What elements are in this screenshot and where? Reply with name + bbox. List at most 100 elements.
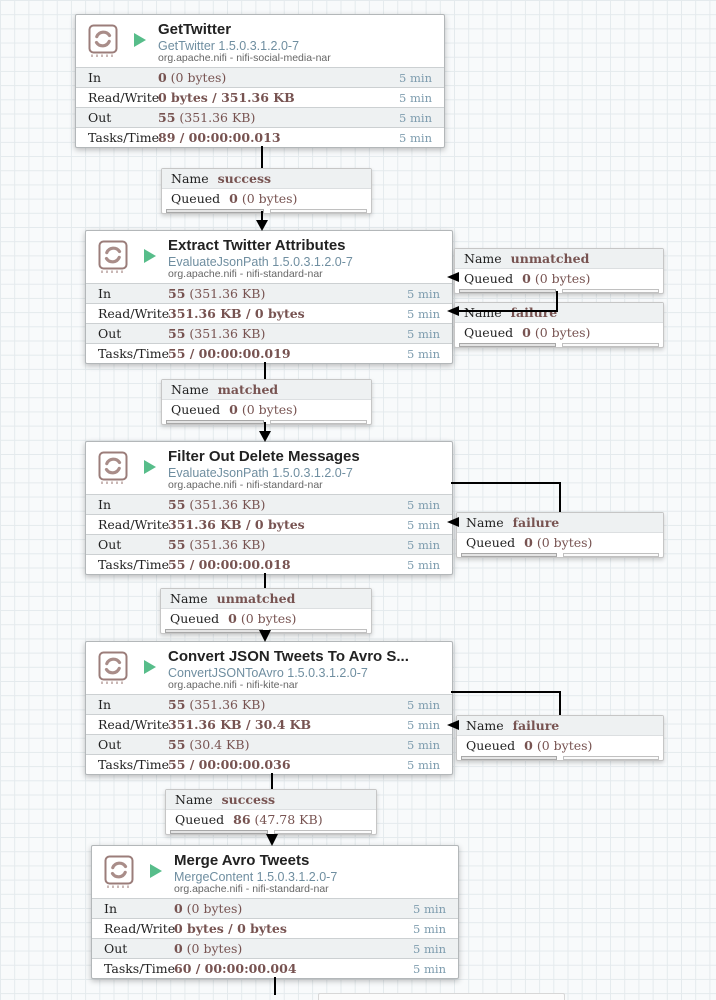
stat-row-out: Out 55 (351.36 KB) 5 min — [86, 323, 452, 343]
queue-fill-indicator — [455, 288, 663, 293]
stat-label: Tasks/Time — [88, 130, 160, 145]
stat-value: 0 (0 bytes) — [174, 901, 243, 916]
stat-label: Tasks/Time — [98, 557, 170, 572]
stat-row-readwrite: Read/Write 351.36 KB / 30.4 KB 5 min — [86, 714, 452, 734]
processor-bundle: org.apache.nifi - nifi-standard-nar — [174, 882, 329, 895]
stat-row-out: Out 55 (30.4 KB) 5 min — [86, 734, 452, 754]
queue-fill-indicator — [457, 552, 663, 557]
running-indicator-icon — [144, 660, 156, 674]
processor-stamp-icon — [98, 451, 129, 485]
stat-row-tasks: Tasks/Time 60 / 00:00:00.004 5 min — [92, 958, 458, 978]
partial-connection-label — [318, 993, 565, 1000]
processor-type: MergeContent 1.5.0.3.1.2.0-7 — [174, 869, 338, 884]
stat-value: 55 / 00:00:00.019 — [168, 346, 291, 361]
stat-row-readwrite: Read/Write 351.36 KB / 0 bytes 5 min — [86, 514, 452, 534]
running-indicator-icon — [144, 460, 156, 474]
stat-label: Tasks/Time — [98, 757, 170, 772]
stat-value: 55 (351.36 KB) — [158, 110, 256, 125]
stat-label: Out — [104, 941, 128, 956]
stat-row-readwrite: Read/Write 0 bytes / 0 bytes 5 min — [92, 918, 458, 938]
stat-label: Out — [88, 110, 112, 125]
stat-label: Read/Write — [98, 517, 170, 532]
stat-label: Out — [98, 326, 122, 341]
stat-row-out: Out 55 (351.36 KB) 5 min — [86, 534, 452, 554]
stat-value: 0 bytes / 351.36 KB — [158, 90, 295, 105]
processor-header: Filter Out Delete Messages EvaluateJsonP… — [86, 442, 452, 494]
processor-type: EvaluateJsonPath 1.5.0.3.1.2.0-7 — [168, 465, 353, 480]
stat-row-in: In 0 (0 bytes) 5 min — [76, 67, 444, 87]
stat-value: 60 / 00:00:00.004 — [174, 961, 297, 976]
stat-window: 5 min — [407, 346, 440, 361]
queue-fill-indicator — [161, 628, 371, 633]
stat-value: 351.36 KB / 0 bytes — [168, 517, 305, 532]
processor-title: Extract Twitter Attributes — [168, 237, 346, 254]
stat-window: 5 min — [413, 941, 446, 956]
stat-value: 55 / 00:00:00.018 — [168, 557, 291, 572]
stat-window: 5 min — [399, 70, 432, 85]
processor-stamp-icon — [88, 24, 119, 58]
stat-row-readwrite: Read/Write 0 bytes / 351.36 KB 5 min — [76, 87, 444, 107]
processor-bundle: org.apache.nifi - nifi-standard-nar — [168, 267, 323, 280]
stat-value: 55 (30.4 KB) — [168, 737, 250, 752]
processor-header: Merge Avro Tweets MergeContent 1.5.0.3.1… — [92, 846, 458, 898]
running-indicator-icon — [150, 864, 162, 878]
stat-window: 5 min — [407, 537, 440, 552]
processor-convert-json-tweets-to-avro[interactable]: Convert JSON Tweets To Avro S... Convert… — [85, 641, 453, 775]
stat-window: 5 min — [407, 757, 440, 772]
stat-window: 5 min — [413, 901, 446, 916]
stat-label: Tasks/Time — [104, 961, 176, 976]
stat-label: In — [104, 901, 117, 916]
processor-bundle: org.apache.nifi - nifi-standard-nar — [168, 478, 323, 491]
stat-window: 5 min — [407, 517, 440, 532]
processor-title: Filter Out Delete Messages — [168, 448, 360, 465]
stat-row-out: Out 0 (0 bytes) 5 min — [92, 938, 458, 958]
processor-type: GetTwitter 1.5.0.3.1.2.0-7 — [158, 38, 300, 53]
stat-window: 5 min — [407, 697, 440, 712]
processor-gettwitter[interactable]: GetTwitter GetTwitter 1.5.0.3.1.2.0-7 or… — [75, 14, 445, 148]
processor-stamp-icon — [98, 240, 129, 274]
stat-row-tasks: Tasks/Time 55 / 00:00:00.018 5 min — [86, 554, 452, 574]
stat-label: In — [98, 286, 111, 301]
stat-label: In — [98, 497, 111, 512]
connection-line[interactable] — [451, 482, 561, 512]
stat-label: In — [88, 70, 101, 85]
stat-window: 5 min — [399, 110, 432, 125]
processor-filter-out-delete-messages[interactable]: Filter Out Delete Messages EvaluateJsonP… — [85, 441, 453, 575]
stat-value: 55 (351.36 KB) — [168, 497, 266, 512]
stat-value: 0 bytes / 0 bytes — [174, 921, 287, 936]
queue-fill-indicator — [455, 342, 663, 347]
stat-window: 5 min — [399, 130, 432, 145]
processor-header: Convert JSON Tweets To Avro S... Convert… — [86, 642, 452, 694]
stat-value: 351.36 KB / 30.4 KB — [168, 717, 312, 732]
stat-window: 5 min — [413, 921, 446, 936]
processor-merge-avro-tweets[interactable]: Merge Avro Tweets MergeContent 1.5.0.3.1… — [91, 845, 459, 979]
stat-row-tasks: Tasks/Time 55 / 00:00:00.036 5 min — [86, 754, 452, 774]
queue-fill-indicator — [162, 419, 371, 424]
queue-fill-indicator — [166, 829, 376, 834]
connection-line[interactable] — [451, 691, 561, 715]
processor-extract-twitter-attributes[interactable]: Extract Twitter Attributes EvaluateJsonP… — [85, 230, 453, 364]
processor-header: Extract Twitter Attributes EvaluateJsonP… — [86, 231, 452, 283]
stat-window: 5 min — [407, 717, 440, 732]
stat-window: 5 min — [407, 737, 440, 752]
stat-value: 55 (351.36 KB) — [168, 286, 266, 301]
running-indicator-icon — [134, 33, 146, 47]
